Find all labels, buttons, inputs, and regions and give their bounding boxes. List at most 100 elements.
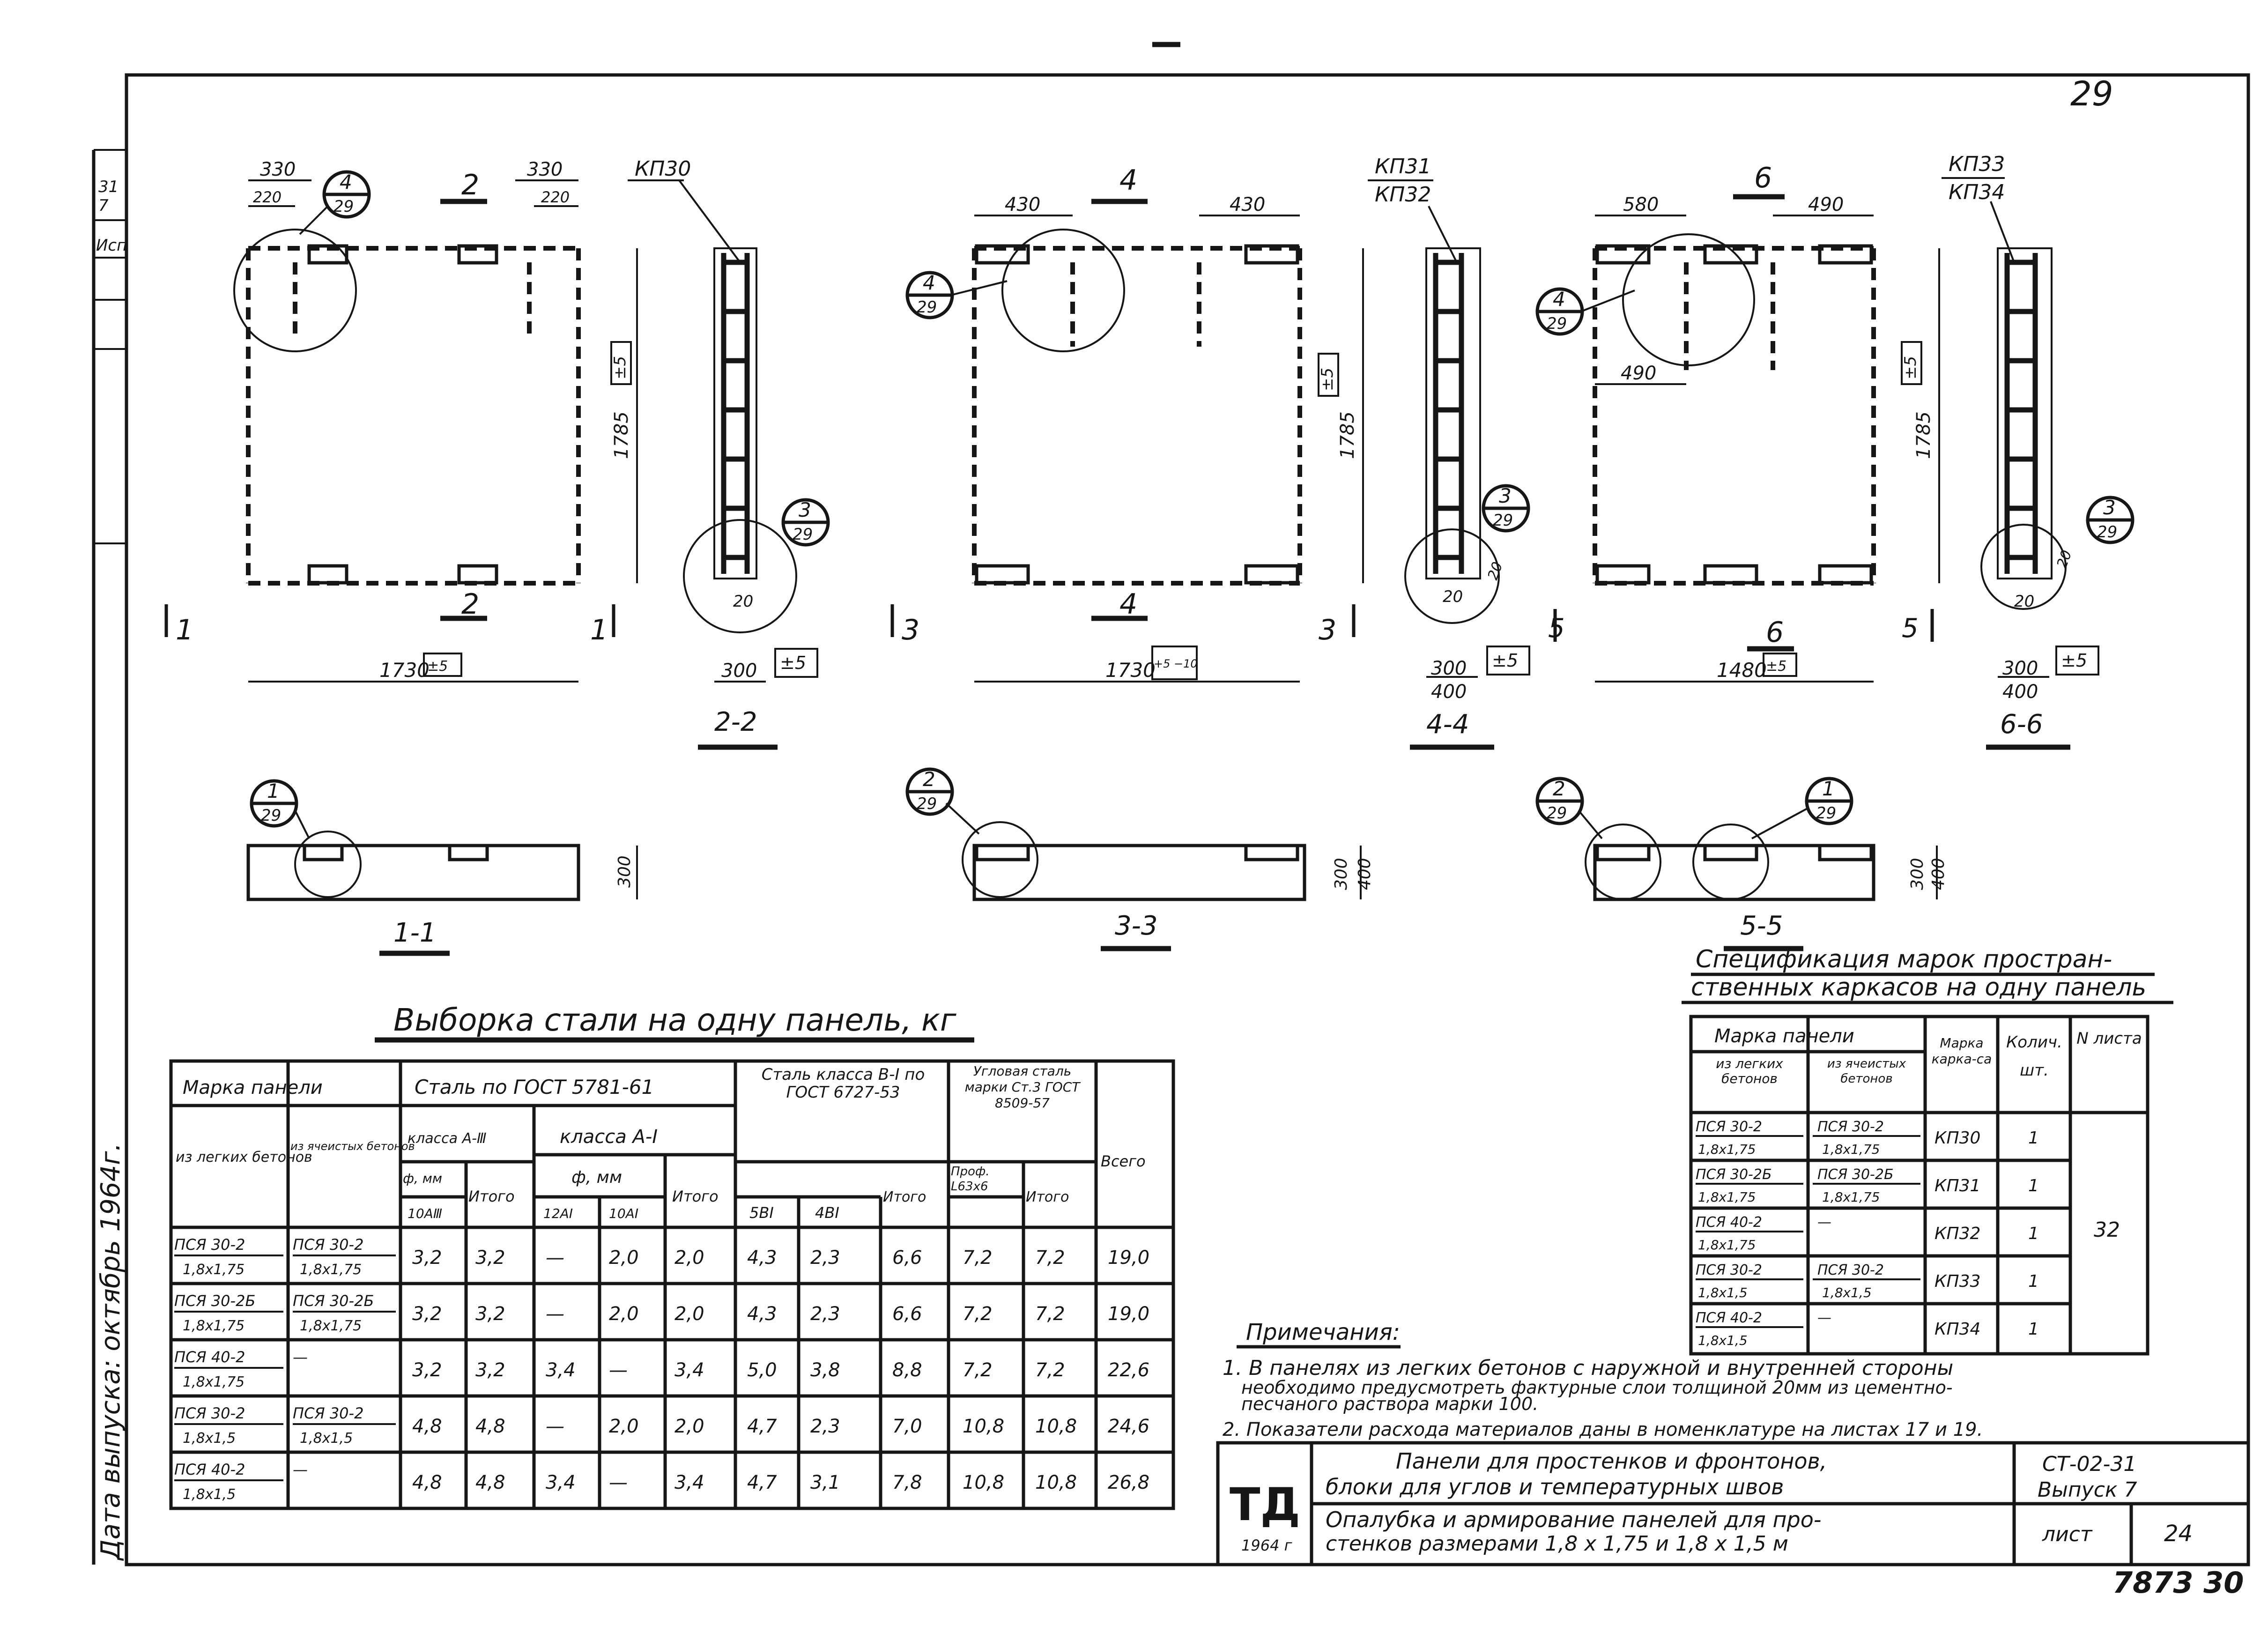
- steel-row-light-mark: ПСЯ 40-2: [174, 1348, 245, 1366]
- p1-bottom-dim: 1730: [379, 659, 430, 682]
- spec-row-light-dims: 1,8х1,5: [1698, 1333, 1748, 1348]
- st-h-angle: Угловая сталь марки Ст.3 ГОСТ 8509-57: [964, 1063, 1080, 1111]
- steel-cell: 6,6: [892, 1303, 922, 1325]
- p5-section-right: 5: [1902, 613, 1919, 644]
- p5-dim-580: 580: [1623, 194, 1659, 215]
- spec-row-cell-dims: 1,8х1,75: [1822, 1142, 1880, 1157]
- p1-bottom-tol: ±5: [427, 658, 448, 675]
- steel-cell: 3,4: [674, 1472, 704, 1493]
- steel-cell: 3,4: [674, 1359, 704, 1381]
- st-h-dia-mm-2: ф, мм: [571, 1168, 622, 1187]
- steel-cell: 3,2: [412, 1303, 442, 1325]
- plan-view-5: 580 490 490 4 29 6 6 1785 ±5 1480 ±5 5: [1535, 162, 1940, 683]
- steel-cell: 2,3: [810, 1416, 840, 1437]
- sec66-width-300: 300: [2002, 658, 2038, 679]
- st-h-profile: Проф. L63х6: [951, 1165, 990, 1194]
- sec66-title: 6-6: [2000, 709, 2043, 740]
- sec66-width-400: 400: [2002, 681, 2038, 703]
- spec-row-qty: 1: [2028, 1128, 2039, 1148]
- p5-section-top: 6: [1754, 162, 1772, 194]
- steel-row-light-dims: 1,8х1,75: [183, 1262, 245, 1278]
- p5-bottom-dim: 1480: [1717, 659, 1767, 682]
- notes-heading: Примечания:: [1246, 1319, 1400, 1345]
- p3-section-right: 3: [1319, 614, 1336, 646]
- p1-dim-220-right: 220: [541, 188, 570, 206]
- steel-row-light-dims: 1,8х1,5: [183, 1486, 236, 1503]
- steel-cell: 2,0: [609, 1416, 639, 1437]
- sec44-width-300: 300: [1431, 658, 1467, 679]
- frame-label-kp30: КП30: [635, 157, 691, 181]
- steel-cell: 3,2: [475, 1247, 505, 1269]
- note-line-2: необходимо предусмотреть фактурные слои …: [1241, 1377, 1953, 1398]
- sec44-callout-den: 29: [1493, 511, 1513, 530]
- st-h-12a1: 12АI: [543, 1206, 573, 1221]
- spec-row-frame: КП34: [1934, 1320, 1980, 1339]
- left-strip: 31 7 Исп Дата выпуска: октябрь 1964г.: [92, 149, 127, 1565]
- spec-row-light-mark: ПСЯ 30-2Б: [1696, 1166, 1772, 1183]
- spec-row-cell-mark: ПСЯ 30-2: [1817, 1119, 1884, 1135]
- steel-cell: 10,8: [963, 1416, 1004, 1437]
- sheet-frame: [125, 42, 2250, 1566]
- steel-cell: 4,8: [475, 1416, 505, 1437]
- frame-label-kp32: КП32: [1375, 183, 1431, 207]
- title-year: 1964 г: [1241, 1537, 1292, 1554]
- steel-cell: —: [546, 1303, 564, 1325]
- steel-row-cell-mark: —: [293, 1348, 308, 1366]
- steel-cell: 2,0: [609, 1303, 639, 1325]
- steel-cell: —: [546, 1247, 564, 1269]
- section-6-6: КП33 КП34 3 29 20 20 300 400 ±5 6-6: [1942, 152, 2135, 750]
- steel-cell: 10,8: [963, 1472, 1004, 1493]
- spec-row-light-mark: ПСЯ 30-2: [1696, 1119, 1762, 1135]
- sec55-callout2-num: 1: [1822, 777, 1835, 800]
- steel-cell: 4,8: [412, 1416, 442, 1437]
- steel-cell: 3,1: [810, 1472, 840, 1493]
- st-h-10a3: 10АⅢ: [408, 1206, 442, 1221]
- steel-row-cell-mark: ПСЯ 30-2: [293, 1404, 363, 1422]
- steel-cell: 3,4: [546, 1472, 576, 1493]
- spec-row-qty: 1: [2028, 1320, 2039, 1339]
- steel-cell: —: [609, 1472, 628, 1493]
- spec-sheet-value: 32: [2094, 1218, 2120, 1242]
- steel-table: Выборка стали на одну панель, кг Марка п…: [169, 1002, 1175, 1510]
- notes: Примечания: 1. В панелях из легких бетон…: [1223, 1319, 1983, 1440]
- section-4-4: КП31 КП32 3 29 20 20 300 400 ±5 5 4-4: [1368, 155, 1565, 750]
- logo-td: ТД: [1230, 1478, 1300, 1531]
- spec-row-light-dims: 1,8х1,75: [1698, 1142, 1756, 1157]
- sec55-dim-300: 300: [1908, 858, 1927, 890]
- spec-row-light-dims: 1,8х1,75: [1698, 1189, 1756, 1205]
- p5-dim-490-top: 490: [1808, 194, 1844, 215]
- doc-issue: Выпуск 7: [2038, 1478, 2137, 1502]
- spec-row-frame: КП33: [1934, 1272, 1980, 1291]
- steel-cell: —: [546, 1416, 564, 1437]
- spec-row-cell-dims: 1,8х1,5: [1822, 1285, 1872, 1300]
- steel-cell: 7,2: [963, 1359, 993, 1381]
- steel-row-light-dims: 1,8х1,75: [183, 1318, 245, 1334]
- spec-row-frame: КП30: [1934, 1128, 1980, 1148]
- frame-label-kp31: КП31: [1375, 155, 1431, 178]
- page-number: 29: [2070, 74, 2113, 113]
- steel-cell: 4,7: [747, 1416, 777, 1437]
- steel-cell: 2,0: [674, 1416, 704, 1437]
- p3-section-left: 3: [902, 614, 919, 646]
- spec-h-frame: Марка карка-са: [1931, 1035, 1992, 1067]
- steel-cell: 5,0: [747, 1359, 777, 1381]
- sec66-callout-num: 3: [2103, 496, 2116, 519]
- spec-row-qty: 1: [2028, 1272, 2039, 1291]
- steel-cell: 7,2: [1035, 1303, 1065, 1325]
- p1-dim-220-left: 220: [253, 188, 282, 206]
- sec66-small-dim: 20: [2014, 592, 2034, 611]
- p5-callout-num: 4: [1553, 288, 1565, 311]
- p1-callout-den: 29: [334, 197, 354, 216]
- sec11-title: 1-1: [393, 918, 436, 948]
- steel-cell: 4,3: [747, 1247, 777, 1269]
- steel-row-light-dims: 1,8х1,5: [183, 1430, 236, 1447]
- st-h-dia-mm: ф, мм: [403, 1171, 442, 1186]
- st-h-10a1: 10АI: [609, 1206, 638, 1221]
- sec33-dim-300: 300: [1332, 858, 1351, 890]
- spec-row-frame: КП32: [1934, 1224, 1980, 1243]
- sec66-tol: ±5: [2061, 650, 2087, 671]
- strip-mark-3: Исп: [96, 236, 127, 255]
- steel-cell: 3,8: [810, 1359, 840, 1381]
- steel-cell: 3,2: [475, 1303, 505, 1325]
